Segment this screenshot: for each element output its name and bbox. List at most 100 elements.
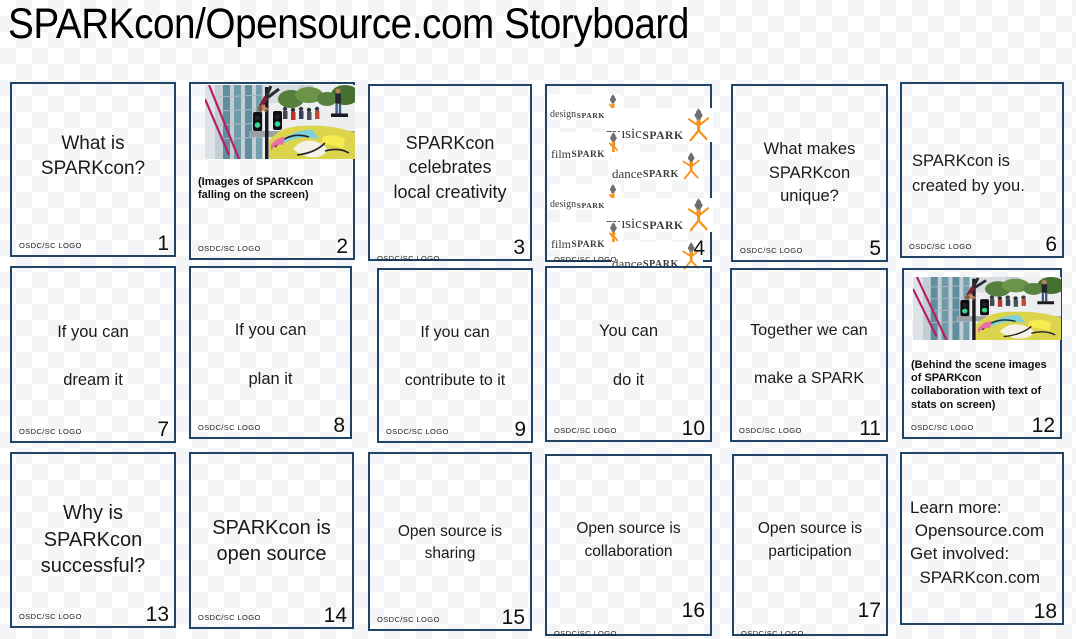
osdc-sc-logo-placeholder: OSDC/SC LOGO — [386, 427, 449, 436]
osdc-sc-logo-placeholder: OSDC/SC LOGO — [740, 246, 803, 255]
frame-number: 17 — [857, 598, 881, 622]
spark-figure-dancing-icon — [682, 152, 700, 180]
frame-text-line: participation — [768, 542, 852, 560]
logo-suffix: SPARK — [642, 168, 679, 180]
frame-text: You can do it — [547, 321, 710, 391]
logo-suffix: SPARK — [576, 201, 605, 211]
frame-text: If you can contribute to it — [379, 323, 531, 392]
osdc-sc-logo-placeholder: OSDC/SC LOGO — [554, 629, 617, 638]
sparkcon-street-performance-photo — [205, 85, 355, 159]
frame-number: 2 — [336, 234, 348, 258]
frame-text-line: If you can — [420, 324, 490, 341]
sparkcon-street-performance-photo — [205, 85, 355, 159]
frame-number: 1 — [157, 231, 169, 255]
frame-text-line: Open source is — [576, 520, 681, 538]
frame-text-line: Open source is — [757, 520, 863, 538]
frame-number: 11 — [859, 416, 881, 440]
spark-figure-dancing-icon — [687, 108, 709, 142]
frame-text: Open source is sharing — [370, 521, 530, 566]
frame-text-line: SPARKcon — [768, 163, 851, 182]
frame-text-line: You can — [598, 322, 659, 341]
osdc-sc-logo-placeholder: OSDC/SC LOGO — [554, 426, 617, 435]
frame-text-line: Together we can — [750, 322, 868, 339]
frame-number: 10 — [681, 416, 705, 440]
logo-suffix: SPARK — [642, 129, 684, 143]
frame-number: 13 — [145, 602, 169, 626]
frame-text-line: What makes — [763, 140, 856, 159]
frame-text-line: SPARKcon.com — [910, 567, 1041, 587]
sparkcon-street-performance-photo — [913, 277, 1061, 340]
frame-caption: (Images of SPARKcon falling on the scree… — [198, 176, 314, 202]
osdc-sc-logo-placeholder: OSDC/SC LOGO — [909, 242, 972, 251]
storyboard-frame-11: Together we can make a SPARK OSDC/SC LOGO 1… — [730, 268, 888, 442]
osdc-sc-logo-placeholder: OSDC/SC LOGO — [198, 244, 261, 253]
frame-text: Open source is collaboration — [547, 518, 710, 563]
frame-text-line: Learn more: — [910, 498, 1002, 518]
frame-text-line: unique? — [780, 187, 839, 206]
frame-text: Together we can make a SPARK — [732, 321, 886, 390]
frame-text-line: Why is — [63, 502, 123, 525]
frame-text-line: Open source is — [397, 522, 503, 540]
osdc-sc-logo-placeholder: OSDC/SC LOGO — [741, 629, 804, 638]
logo-prefix: film — [551, 147, 571, 161]
frame-number: 15 — [501, 605, 525, 629]
frame-text-line: open source — [216, 542, 327, 565]
frame-number: 16 — [681, 598, 705, 622]
logo-suffix: SPARK — [571, 239, 605, 250]
frame-number: 18 — [1033, 599, 1057, 623]
frame-text-line: Get involved: — [910, 544, 1010, 564]
frame-number: 14 — [323, 603, 347, 627]
logo-suffix: SPARK — [571, 149, 605, 160]
frame-text: Open source is participation — [734, 518, 886, 563]
logo-suffix: SPARK — [642, 219, 684, 233]
frame-text-line: created by you. — [912, 176, 1025, 195]
sparkcon-street-performance-photo — [913, 277, 1061, 340]
osdc-sc-logo-placeholder: OSDC/SC LOGO — [377, 615, 440, 624]
osdc-sc-logo-placeholder: OSDC/SC LOGO — [739, 426, 802, 435]
frame-text-line: collaboration — [584, 542, 673, 560]
frame-number: 12 — [1031, 413, 1055, 437]
frame-text-line: make a SPARK — [754, 369, 864, 387]
logo-suffix: SPARK — [576, 111, 605, 121]
frame-text-line: do it — [612, 370, 645, 389]
frame-text-line: contribute to it — [404, 371, 506, 389]
frame-number: 4 — [693, 236, 705, 260]
osdc-sc-logo-placeholder: OSDC/SC LOGO — [198, 423, 261, 432]
page-title: SPARKcon/Opensource.com Storyboard — [8, 0, 689, 48]
frame-text-line: If you can — [57, 322, 129, 341]
frame-text-line: Opensource.com — [910, 521, 1045, 541]
frame-number: 7 — [157, 417, 169, 441]
frame-text-line: sharing — [424, 544, 476, 562]
logo-prefix: dance — [612, 166, 643, 181]
frame-text-line: celebrates — [408, 157, 492, 178]
logo-suffix: SPARK — [642, 258, 679, 270]
frame-number: 6 — [1045, 232, 1057, 256]
frame-number: 5 — [869, 236, 881, 260]
